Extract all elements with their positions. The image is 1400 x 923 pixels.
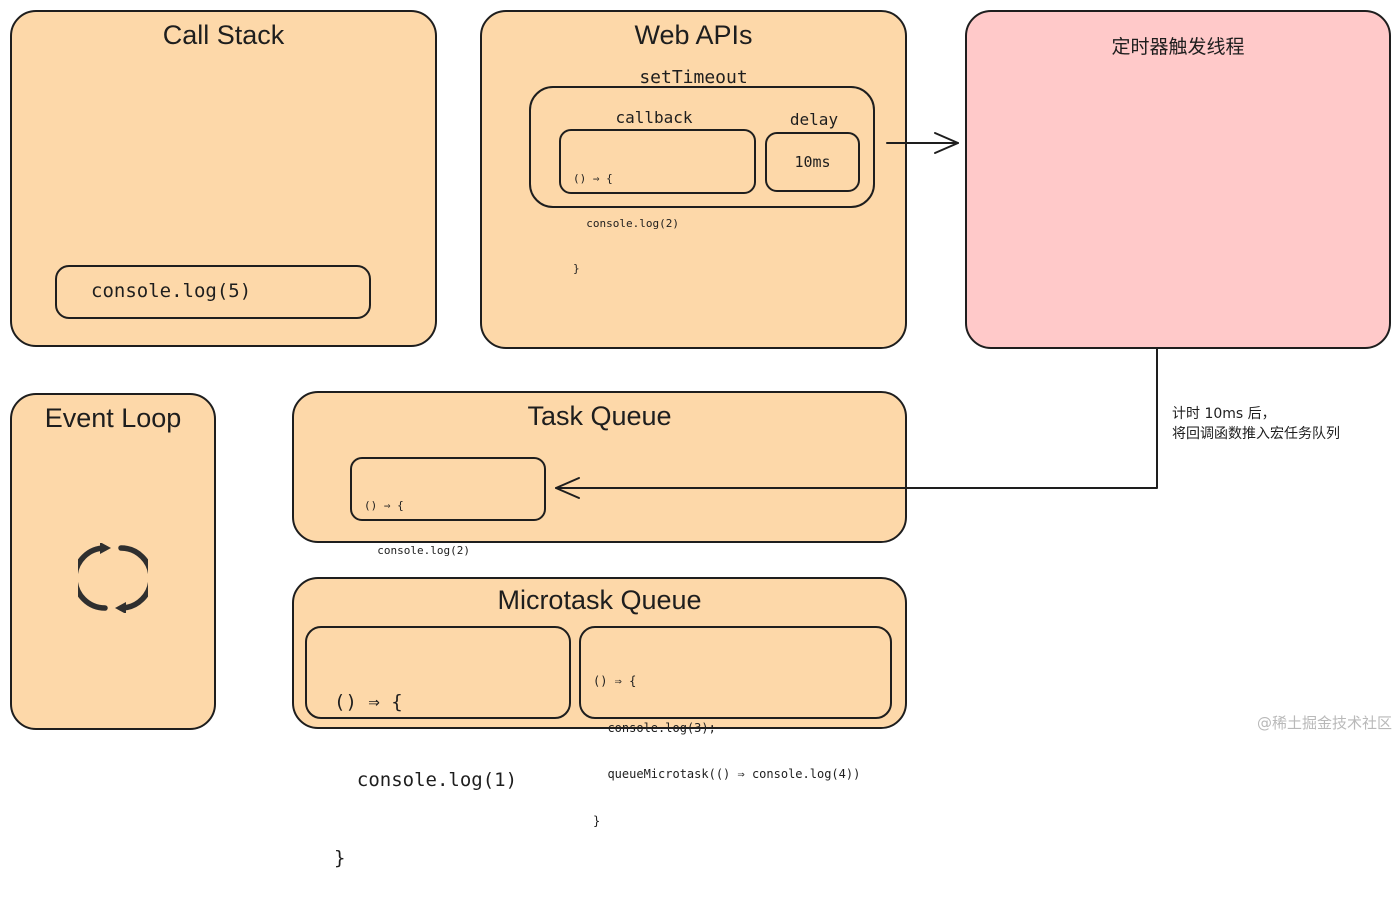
call-stack-panel: Call Stack console.log(5)	[10, 10, 437, 347]
watermark: @稀土掘金技术社区	[1256, 714, 1392, 732]
code-line: }	[593, 813, 601, 828]
callback-code-box: () ⇒ { console.log(2) }	[559, 129, 756, 275]
task-queue-panel: Task Queue () ⇒ { console.log(2) }	[292, 391, 907, 602]
timer-thread-title: 定时器触发线程	[1111, 36, 1245, 58]
task-queue-title: Task Queue	[527, 401, 672, 431]
code-line: queueMicrotask(() ⇒ console.log(4))	[593, 767, 861, 781]
code-line: () ⇒ {	[593, 674, 637, 688]
microtask-item-2: () ⇒ { console.log(3); queueMicrotask(()…	[579, 626, 892, 828]
code-line: console.log(2)	[573, 217, 679, 230]
code-line: () ⇒ {	[573, 172, 613, 185]
call-stack-title: Call Stack	[162, 20, 285, 50]
event-loop-panel: Event Loop	[10, 393, 216, 730]
web-apis-title: Web APIs	[634, 20, 753, 50]
event-loop-title: Event Loop	[44, 403, 182, 433]
code-line: () ⇒ {	[334, 691, 403, 713]
timer-annotation: 计时 10ms 后， 将回调函数推入宏任务队列	[1172, 404, 1340, 444]
refresh-cycle-icon	[78, 543, 148, 613]
code-line: }	[573, 262, 580, 275]
delay-box: 10ms	[765, 132, 860, 192]
code-line: console.log(3);	[593, 720, 716, 735]
code-line: }	[334, 847, 346, 869]
call-stack-frame-text: console.log(5)	[91, 280, 252, 302]
annotation-line-1: 计时 10ms 后，	[1172, 406, 1276, 422]
web-apis-panel: Web APIs setTimeout callback () ⇒ { cons…	[480, 10, 907, 349]
set-timeout-label: setTimeout	[639, 67, 748, 88]
code-line: console.log(1)	[334, 769, 518, 791]
microtask-item-1: () ⇒ { console.log(1) }	[305, 626, 571, 869]
callback-label: callback	[615, 108, 693, 127]
delay-value: 10ms	[794, 153, 831, 171]
annotation-line-2: 将回调函数推入宏任务队列	[1172, 426, 1340, 442]
microtask-item-2-code: () ⇒ { console.log(3); queueMicrotask(()…	[593, 643, 860, 860]
microtask-item-1-code: () ⇒ { console.log(1) }	[334, 637, 517, 923]
code-line: () ⇒ {	[364, 499, 404, 512]
set-timeout-box: callback () ⇒ { console.log(2) } delay 1…	[529, 86, 875, 275]
task-queue-item: () ⇒ { console.log(2) }	[350, 457, 546, 602]
delay-label: delay	[789, 110, 839, 129]
code-line: console.log(2)	[364, 544, 470, 557]
microtask-queue-title: Microtask Queue	[497, 585, 702, 615]
call-stack-frame: console.log(5)	[55, 265, 371, 319]
microtask-queue-panel: Microtask Queue () ⇒ { console.log(1) } …	[292, 577, 907, 869]
timer-thread-panel: 定时器触发线程	[965, 10, 1391, 349]
callback-code: () ⇒ { console.log(2) }	[573, 141, 679, 306]
